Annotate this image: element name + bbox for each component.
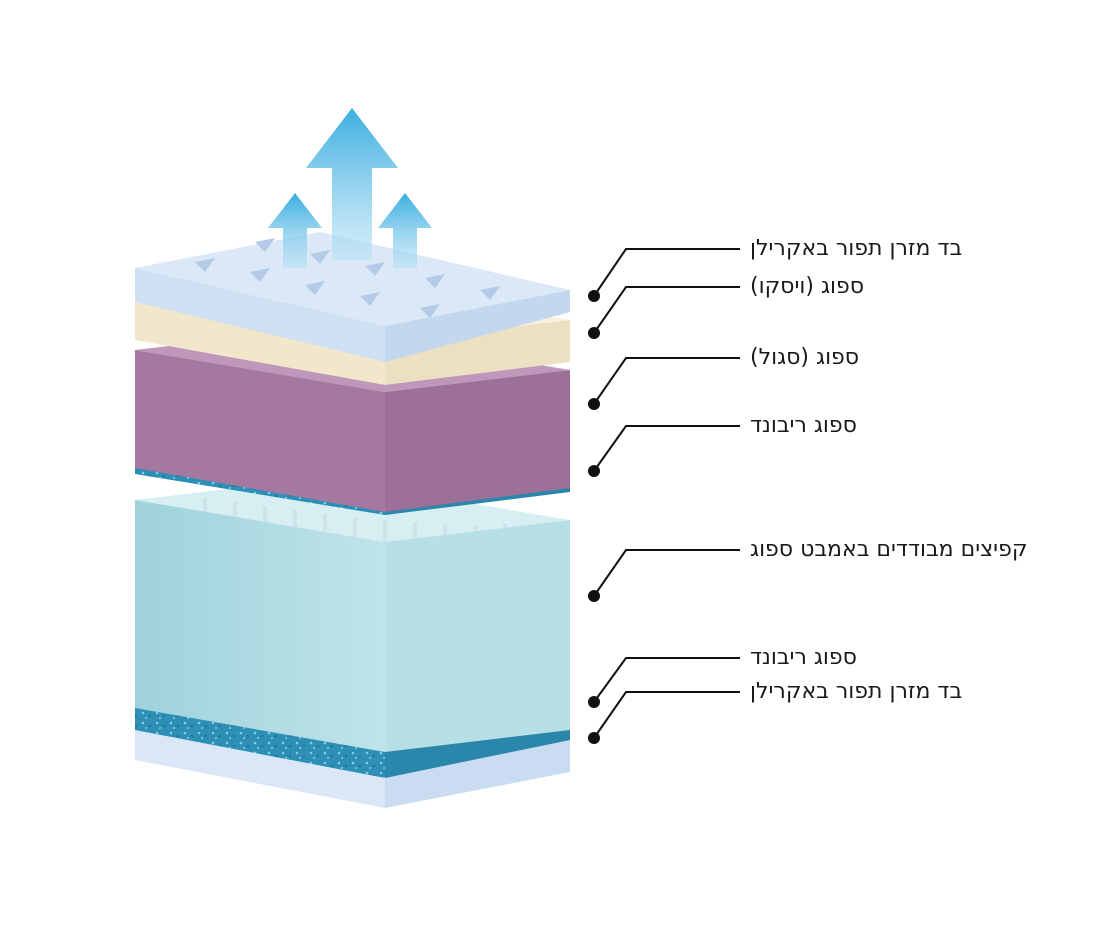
leader-line-5 — [593, 549, 740, 597]
leader-dot-7 — [588, 732, 600, 744]
label-spring-block: קפיצים מבודדים באמבט ספוג — [750, 537, 1028, 562]
up-arrow-icon — [306, 108, 398, 260]
leader-dot-1 — [588, 290, 600, 302]
leader-dot-3 — [588, 398, 600, 410]
leader-line-2 — [593, 286, 740, 334]
leader-lines — [593, 248, 740, 739]
leader-dot-2 — [588, 327, 600, 339]
leader-dots — [588, 290, 600, 744]
label-viscose-foam: ספוג (ויסקו) — [750, 274, 865, 299]
label-top-fabric: בד מזרן תפור באקרילן — [750, 236, 963, 261]
label-rebond-foam-lower: ספוג ריבונד — [750, 645, 857, 670]
leader-line-6 — [593, 657, 740, 703]
label-bottom-fabric: בד מזרן תפור באקרילן — [750, 679, 963, 704]
up-arrow-icon — [378, 193, 432, 268]
leader-dot-4 — [588, 465, 600, 477]
layer-top-fabric — [135, 232, 570, 362]
quilt-pattern — [195, 238, 500, 318]
leader-dot-6 — [588, 696, 600, 708]
leader-dot-5 — [588, 590, 600, 602]
airflow-arrows — [268, 108, 432, 268]
leader-line-1 — [593, 248, 740, 297]
leader-line-7 — [593, 691, 740, 739]
up-arrow-icon — [268, 193, 322, 268]
leader-line-3 — [593, 357, 740, 405]
leader-line-4 — [593, 425, 740, 472]
label-purple-foam: ספוג (סגול) — [750, 345, 860, 370]
layer-spring-block — [135, 478, 570, 752]
label-rebond-foam-upper: ספוג ריבונד — [750, 413, 857, 438]
